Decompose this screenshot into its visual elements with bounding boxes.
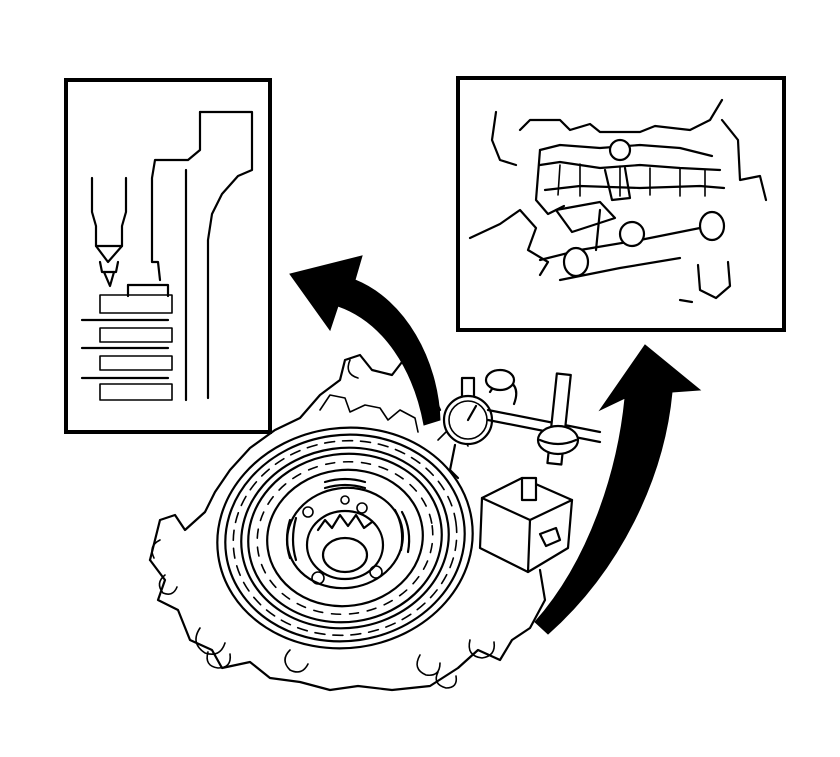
magnetic-base <box>478 372 602 574</box>
hub-bore <box>302 495 385 585</box>
dial-indicator-icon <box>442 368 518 480</box>
detail-view-dial-indicator-base <box>456 76 786 332</box>
detail-view-clutch-pack-probe <box>64 78 272 434</box>
curved-arrow-icon <box>289 255 702 635</box>
clutch-drum <box>216 426 474 650</box>
